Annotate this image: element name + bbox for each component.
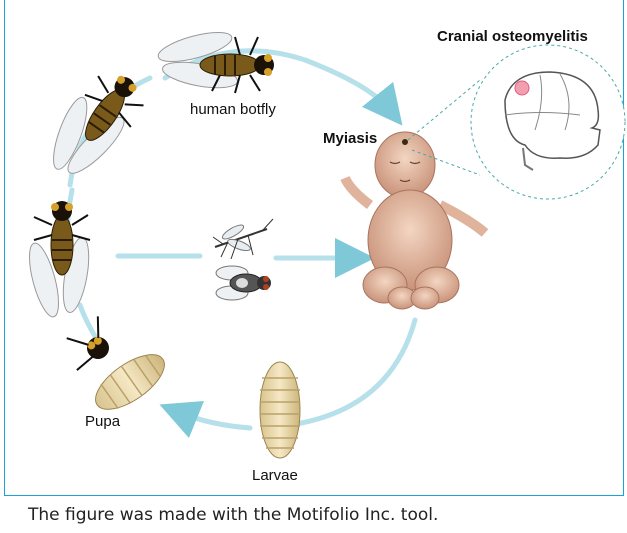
botfly-upper-left (31, 57, 153, 192)
label-larvae: Larvae (252, 467, 298, 484)
skull-inset (408, 45, 625, 199)
label-myiasis: Myiasis (323, 130, 377, 147)
house-fly (216, 266, 271, 300)
larva (260, 362, 300, 458)
infant (345, 132, 485, 309)
label-pupa: Pupa (85, 413, 120, 430)
arrow-right-lower (290, 320, 415, 425)
label-human-botfly: human botfly (190, 101, 276, 118)
myiasis-site (402, 139, 408, 145)
arrow-to-myiasis (305, 60, 390, 110)
figure-caption: The figure was made with the Motifolio I… (28, 505, 438, 525)
label-cranial-osteomyelitis: Cranial osteomyelitis (437, 28, 588, 45)
botfly-left (24, 201, 94, 320)
botfly-top (155, 27, 274, 93)
mosquito (213, 219, 273, 259)
arrow-to-pupa (178, 412, 250, 428)
